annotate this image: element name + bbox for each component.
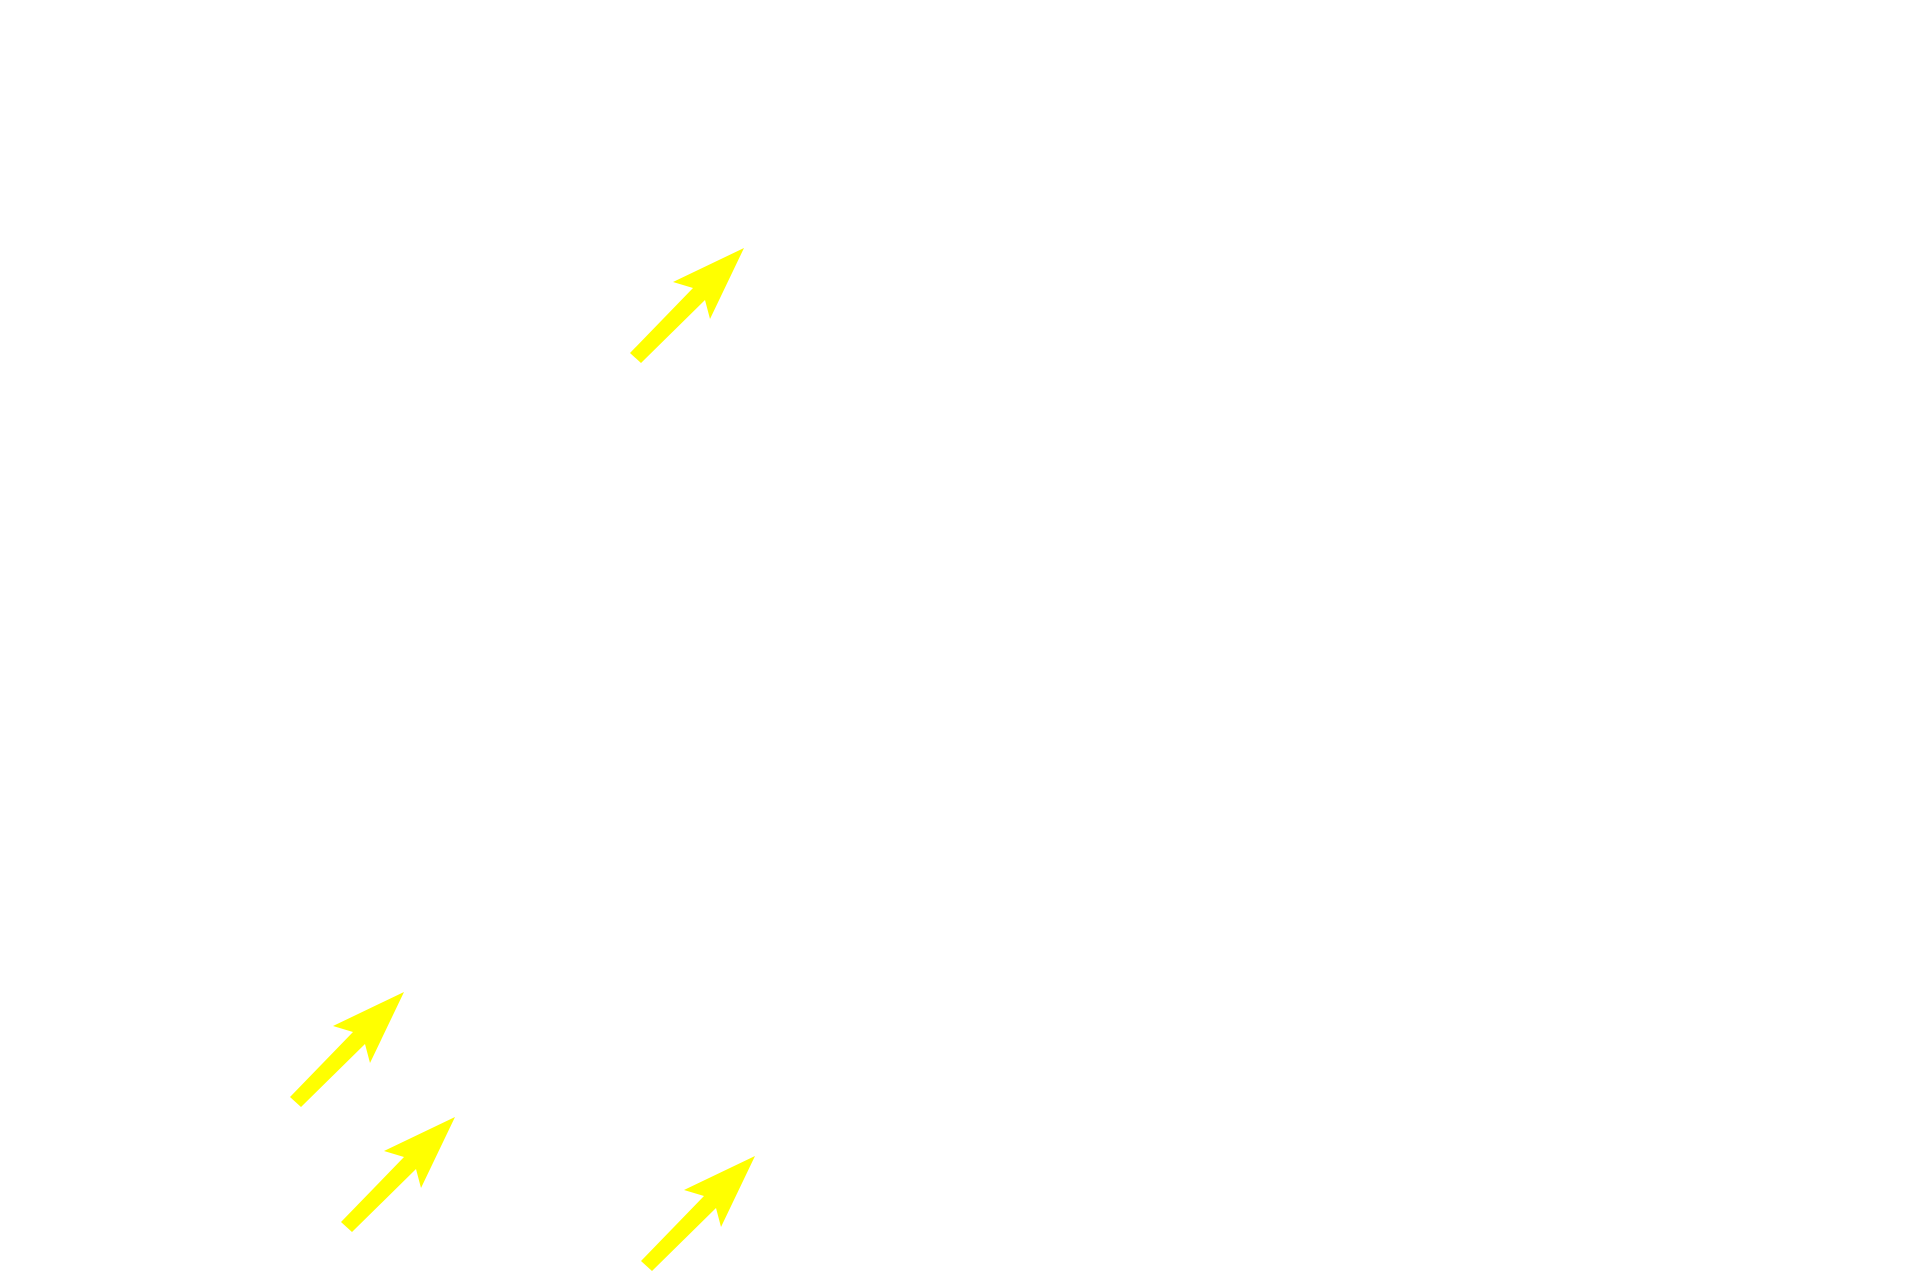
arrow-icon-4 (641, 1156, 755, 1271)
arrow-icon-3 (341, 1117, 455, 1232)
arrow-icon-2 (290, 992, 404, 1107)
arrow-icon-1 (630, 248, 744, 363)
